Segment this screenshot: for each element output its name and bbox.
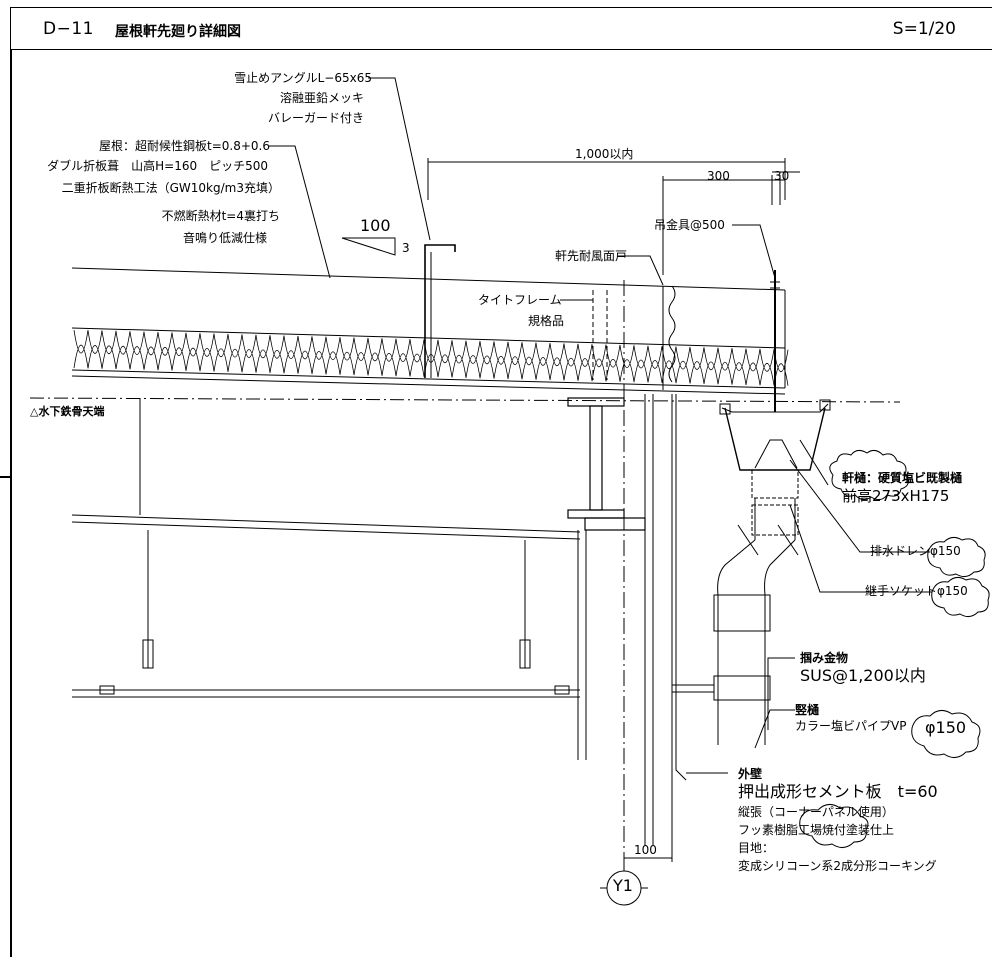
tight-frame [592,290,608,380]
label-wall-5: 目地： [738,841,775,855]
label-downpipe-3: φ150 [925,718,967,737]
insulation-top [71,327,786,349]
label-gutter-2: 前高273xH175 [842,487,950,505]
snow-angle [424,244,456,378]
label-slope-rise: 3 [402,241,410,255]
label-hanger: 吊金具@500 [654,218,725,232]
roof-underside [71,375,786,395]
ceiling-beam-top [71,514,581,533]
label-dim-overhang: 1,000以内 [575,147,634,161]
label-bracket-1: 掴み金物 [800,651,849,665]
label-roof-1: 屋根：超耐候性鋼板t=0.8+0.6 [99,139,270,153]
label-dim-100: 100 [634,843,657,857]
revision-cloud-gutter [829,449,909,501]
label-wall-3: 縦張（コーナーパネル使用） [738,805,894,819]
dim-100 [623,845,673,862]
revision-cloud-socket [931,576,990,618]
label-wall-1: 外壁 [738,767,763,781]
glasswool-insulation [73,329,789,386]
drawing-code: D−11 [43,19,94,39]
clip-1 [142,639,154,669]
title-block: D−11 屋根軒先廻り詳細図 S=1/20 [10,7,992,50]
dim-30 [771,171,800,205]
label-steel-top: △水下鉄骨天端 [30,405,105,418]
ceiling-anchor-1 [99,685,115,695]
label-snow-angle-2: 溶融亜鉛メッキ [279,91,364,105]
drain-outlet [754,439,798,469]
pipe-bracket [672,684,714,693]
roof-top-line [71,267,786,291]
offset-pipe [717,539,796,596]
dim-overhang [427,158,786,200]
label-wall-4: フッ素樹脂工場焼付塗装仕上 [738,823,895,837]
dim-300 [662,176,785,275]
label-drain: 排水ドレンφ150 [870,544,961,558]
clip-2 [519,639,531,669]
steel-top-line [29,397,901,403]
label-slope-run: 100 [360,216,391,235]
label-dim-300: 300 [707,169,730,183]
ceiling-beam-bottom [71,521,581,540]
label-snow-angle-1: 雪止めアングルL−65x65 [234,71,372,85]
sheet-border-left [10,50,12,957]
label-wall-2: 押出成形セメント板 t=60 [738,782,938,801]
sheet-tick-mark [0,476,10,478]
slope-triangle [341,237,396,256]
ceiling-anchor-2 [554,685,570,695]
label-tight-frame-1: タイトフレーム [478,293,562,307]
drawing-scale: S=1/20 [892,19,956,39]
label-socket: 継手ソケットφ150 [865,584,968,598]
eaves-panel-wave [668,285,676,383]
label-roof-4: 不燃断熱材t=4裏打ち [161,209,280,223]
revision-cloud-wall [799,804,869,848]
label-snow-angle-3: バレーガード付き [267,111,364,125]
label-roof-3: 二重折板断熱工法（GW10kg/m3充填） [61,181,280,195]
label-eaves-panel: 軒先耐風面戸 [555,249,628,263]
downpipe [717,595,766,745]
label-roof-5: 音鳴り低減仕様 [182,231,267,245]
label-downpipe-1: 竪樋 [795,703,820,717]
label-downpipe-2: カラー塩ビパイプVP [795,719,907,733]
revision-cloud-drain [927,536,986,578]
insulation-pattern [73,329,789,386]
label-wall-6: 変成シリコーン系2成分形コーキング [738,859,937,873]
label-tight-frame-2: 規格品 [528,314,565,328]
label-gutter-1: 軒樋：硬質塩ビ既製樋 [842,471,963,485]
label-dim-30: 30 [774,169,790,183]
grid-label: Y1 [613,876,633,895]
label-roof-2: ダブル折板葺 山高H=160 ピッチ500 [47,159,268,173]
revision-cloud-pipe [911,710,981,758]
drawing-title: 屋根軒先廻り詳細図 [115,24,241,40]
insulation-bottom [71,369,786,389]
leader-lines [268,77,932,774]
eaves-gutter [724,407,826,471]
label-bracket-2: SUS@1,200以内 [800,666,926,685]
steel-beam [567,397,646,531]
wall-outline [675,394,687,781]
